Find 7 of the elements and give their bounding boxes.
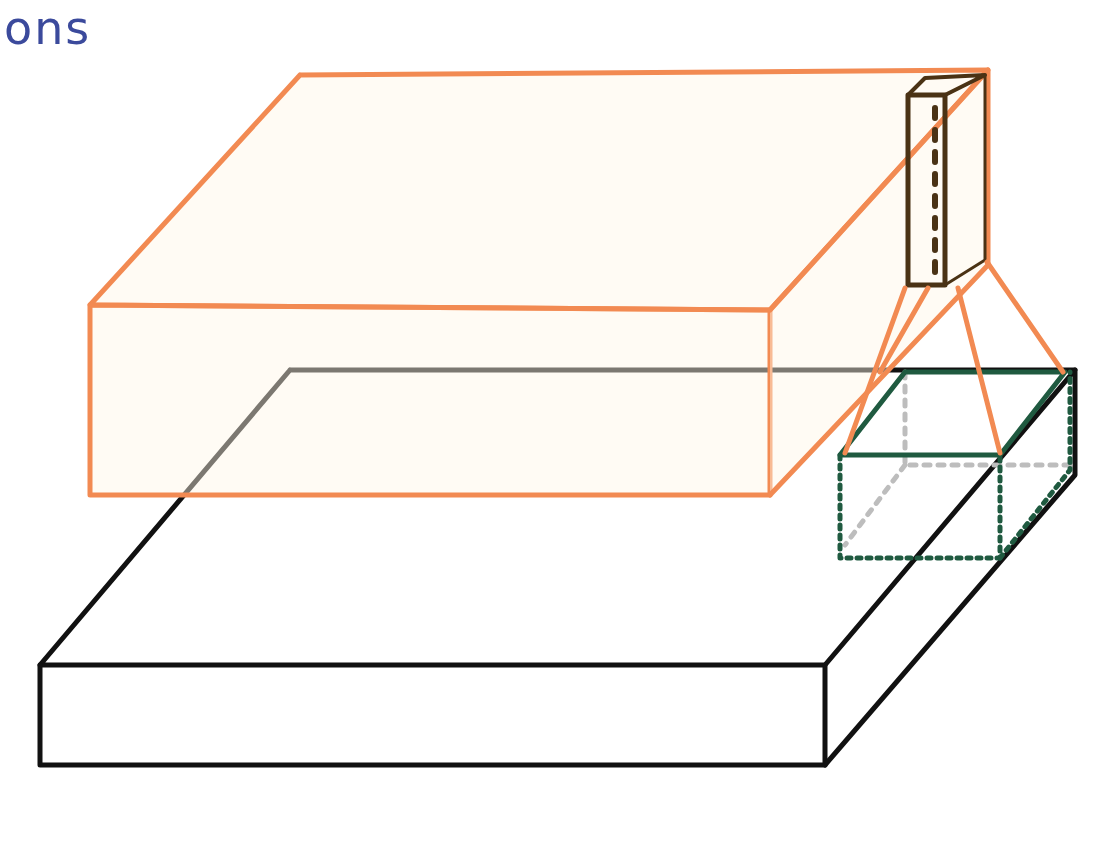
projection-line bbox=[877, 285, 931, 375]
neuron-column-drawing bbox=[905, 73, 987, 288]
handwritten-heading: ons bbox=[4, 0, 92, 56]
receptive-field-drawing bbox=[837, 369, 1073, 561]
projection-line bbox=[842, 285, 908, 456]
projection-line bbox=[984, 259, 1066, 375]
projection-line bbox=[955, 285, 1003, 456]
